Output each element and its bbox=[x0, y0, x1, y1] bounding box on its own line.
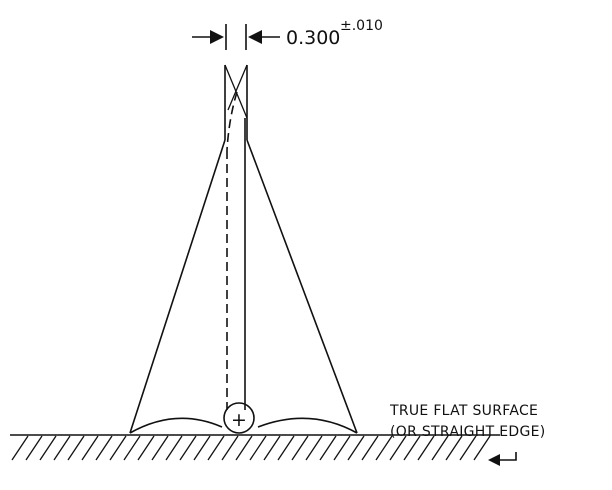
pivot-symbol: + bbox=[231, 409, 247, 431]
flat-surface bbox=[10, 434, 500, 461]
hatch-line bbox=[193, 435, 211, 461]
base-arcs bbox=[129, 417, 358, 434]
hatch-line bbox=[319, 435, 337, 461]
gauge-tips bbox=[224, 64, 248, 140]
hatch-line bbox=[123, 435, 141, 461]
dimension-arrows bbox=[192, 24, 280, 50]
hatch-line bbox=[263, 435, 281, 461]
left-base-arc bbox=[129, 417, 223, 434]
hatch-line bbox=[333, 435, 351, 461]
right-leg bbox=[246, 139, 358, 434]
hatch-line bbox=[403, 435, 421, 461]
leader-line bbox=[500, 452, 517, 461]
hatch-line bbox=[165, 435, 183, 461]
hatch-line bbox=[277, 435, 295, 461]
leader-arrowhead bbox=[488, 454, 500, 466]
hatch-line bbox=[151, 435, 169, 461]
hatch-line bbox=[221, 435, 239, 461]
hatch-line bbox=[109, 435, 127, 461]
hatch-line bbox=[39, 435, 57, 461]
hatch-line bbox=[67, 435, 85, 461]
hatch-line bbox=[95, 435, 113, 461]
dimension-tolerance: ±.010 bbox=[340, 18, 383, 34]
hatch-line bbox=[375, 435, 393, 461]
hatch-line bbox=[305, 435, 323, 461]
pivot: + bbox=[223, 402, 255, 434]
note-line-1: TRUE FLAT SURFACE bbox=[389, 403, 538, 419]
right-base-arc bbox=[257, 417, 358, 434]
hatch-line bbox=[249, 435, 267, 461]
hatch-line bbox=[53, 435, 71, 461]
hatch-line bbox=[389, 435, 407, 461]
note-line-2: (OR STRAIGHT EDGE) bbox=[390, 424, 546, 440]
dashed-arm bbox=[226, 91, 238, 410]
hatch-line bbox=[11, 435, 29, 461]
hatch-line bbox=[473, 435, 491, 461]
hatch-line bbox=[347, 435, 365, 461]
dashed-arm-top bbox=[226, 91, 238, 151]
hatch-line bbox=[179, 435, 197, 461]
hatch-line bbox=[417, 435, 435, 461]
right-arrow-head bbox=[248, 30, 262, 44]
hatch-line bbox=[235, 435, 253, 461]
hatch-line bbox=[81, 435, 99, 461]
hatch-line bbox=[291, 435, 309, 461]
hatch-line bbox=[445, 435, 463, 461]
note-leader bbox=[488, 452, 517, 466]
hatch-line bbox=[431, 435, 449, 461]
tip-cross-b bbox=[227, 64, 248, 111]
hatch-line bbox=[459, 435, 477, 461]
left-leg bbox=[129, 139, 226, 434]
hatch-line bbox=[25, 435, 43, 461]
surface-hatching bbox=[11, 435, 491, 461]
dimension-value: 0.300 bbox=[286, 27, 340, 49]
hatch-line bbox=[137, 435, 155, 461]
left-arrow-head bbox=[210, 30, 224, 44]
gauge-legs bbox=[129, 139, 358, 434]
hatch-line bbox=[361, 435, 379, 461]
pivot-circle bbox=[223, 402, 255, 434]
hatch-line bbox=[207, 435, 225, 461]
